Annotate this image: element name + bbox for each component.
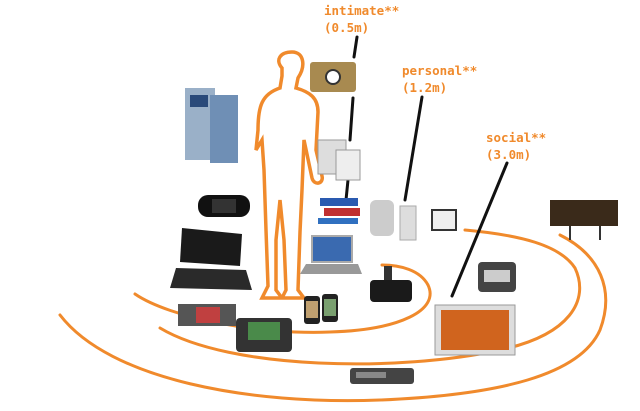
atm-icon: [185, 88, 238, 163]
zone-label-personal: personal** (1.2m): [402, 62, 477, 96]
smartphone-icon: [236, 318, 292, 352]
social-leader-line: [450, 161, 509, 298]
set-top-box-icon: [350, 368, 414, 384]
intimate-leader-line-2: [348, 96, 355, 142]
speaker-dock-icon: [370, 266, 412, 302]
zone-distance: (3.0m): [486, 147, 532, 162]
newspaper-icon: [317, 139, 361, 181]
zone-distance: (1.2m): [402, 80, 448, 95]
zone-distance: (0.5m): [324, 20, 370, 35]
zone-name: intimate**: [324, 3, 400, 18]
personal-leader-line: [403, 95, 424, 202]
social-zone-arc: [58, 233, 608, 403]
person-outline: [254, 50, 324, 300]
intimate-leader-line: [352, 35, 359, 59]
zone-name: social**: [486, 130, 547, 145]
billboard-icon: [550, 200, 618, 240]
tablet-pc-icon: [170, 228, 252, 290]
game-console-icon: [370, 200, 417, 241]
laptop-icon: [300, 235, 362, 274]
zone-label-social: social** (3.0m): [486, 129, 546, 163]
intimate-leader-line-3: [344, 178, 350, 202]
tv-icon: [434, 304, 516, 356]
psp-icon: [198, 195, 250, 217]
zone-label-intimate: intimate** (0.5m): [324, 2, 399, 36]
music-player-icon: [310, 62, 356, 92]
radio-icon: [478, 262, 516, 292]
cards-icon: [318, 198, 360, 224]
personal-zone-arc: [158, 228, 582, 366]
camera-phone-icon: [178, 304, 236, 326]
zone-name: personal**: [402, 63, 478, 78]
monitor-icon: [431, 209, 457, 231]
iphones-icon: [304, 294, 338, 324]
